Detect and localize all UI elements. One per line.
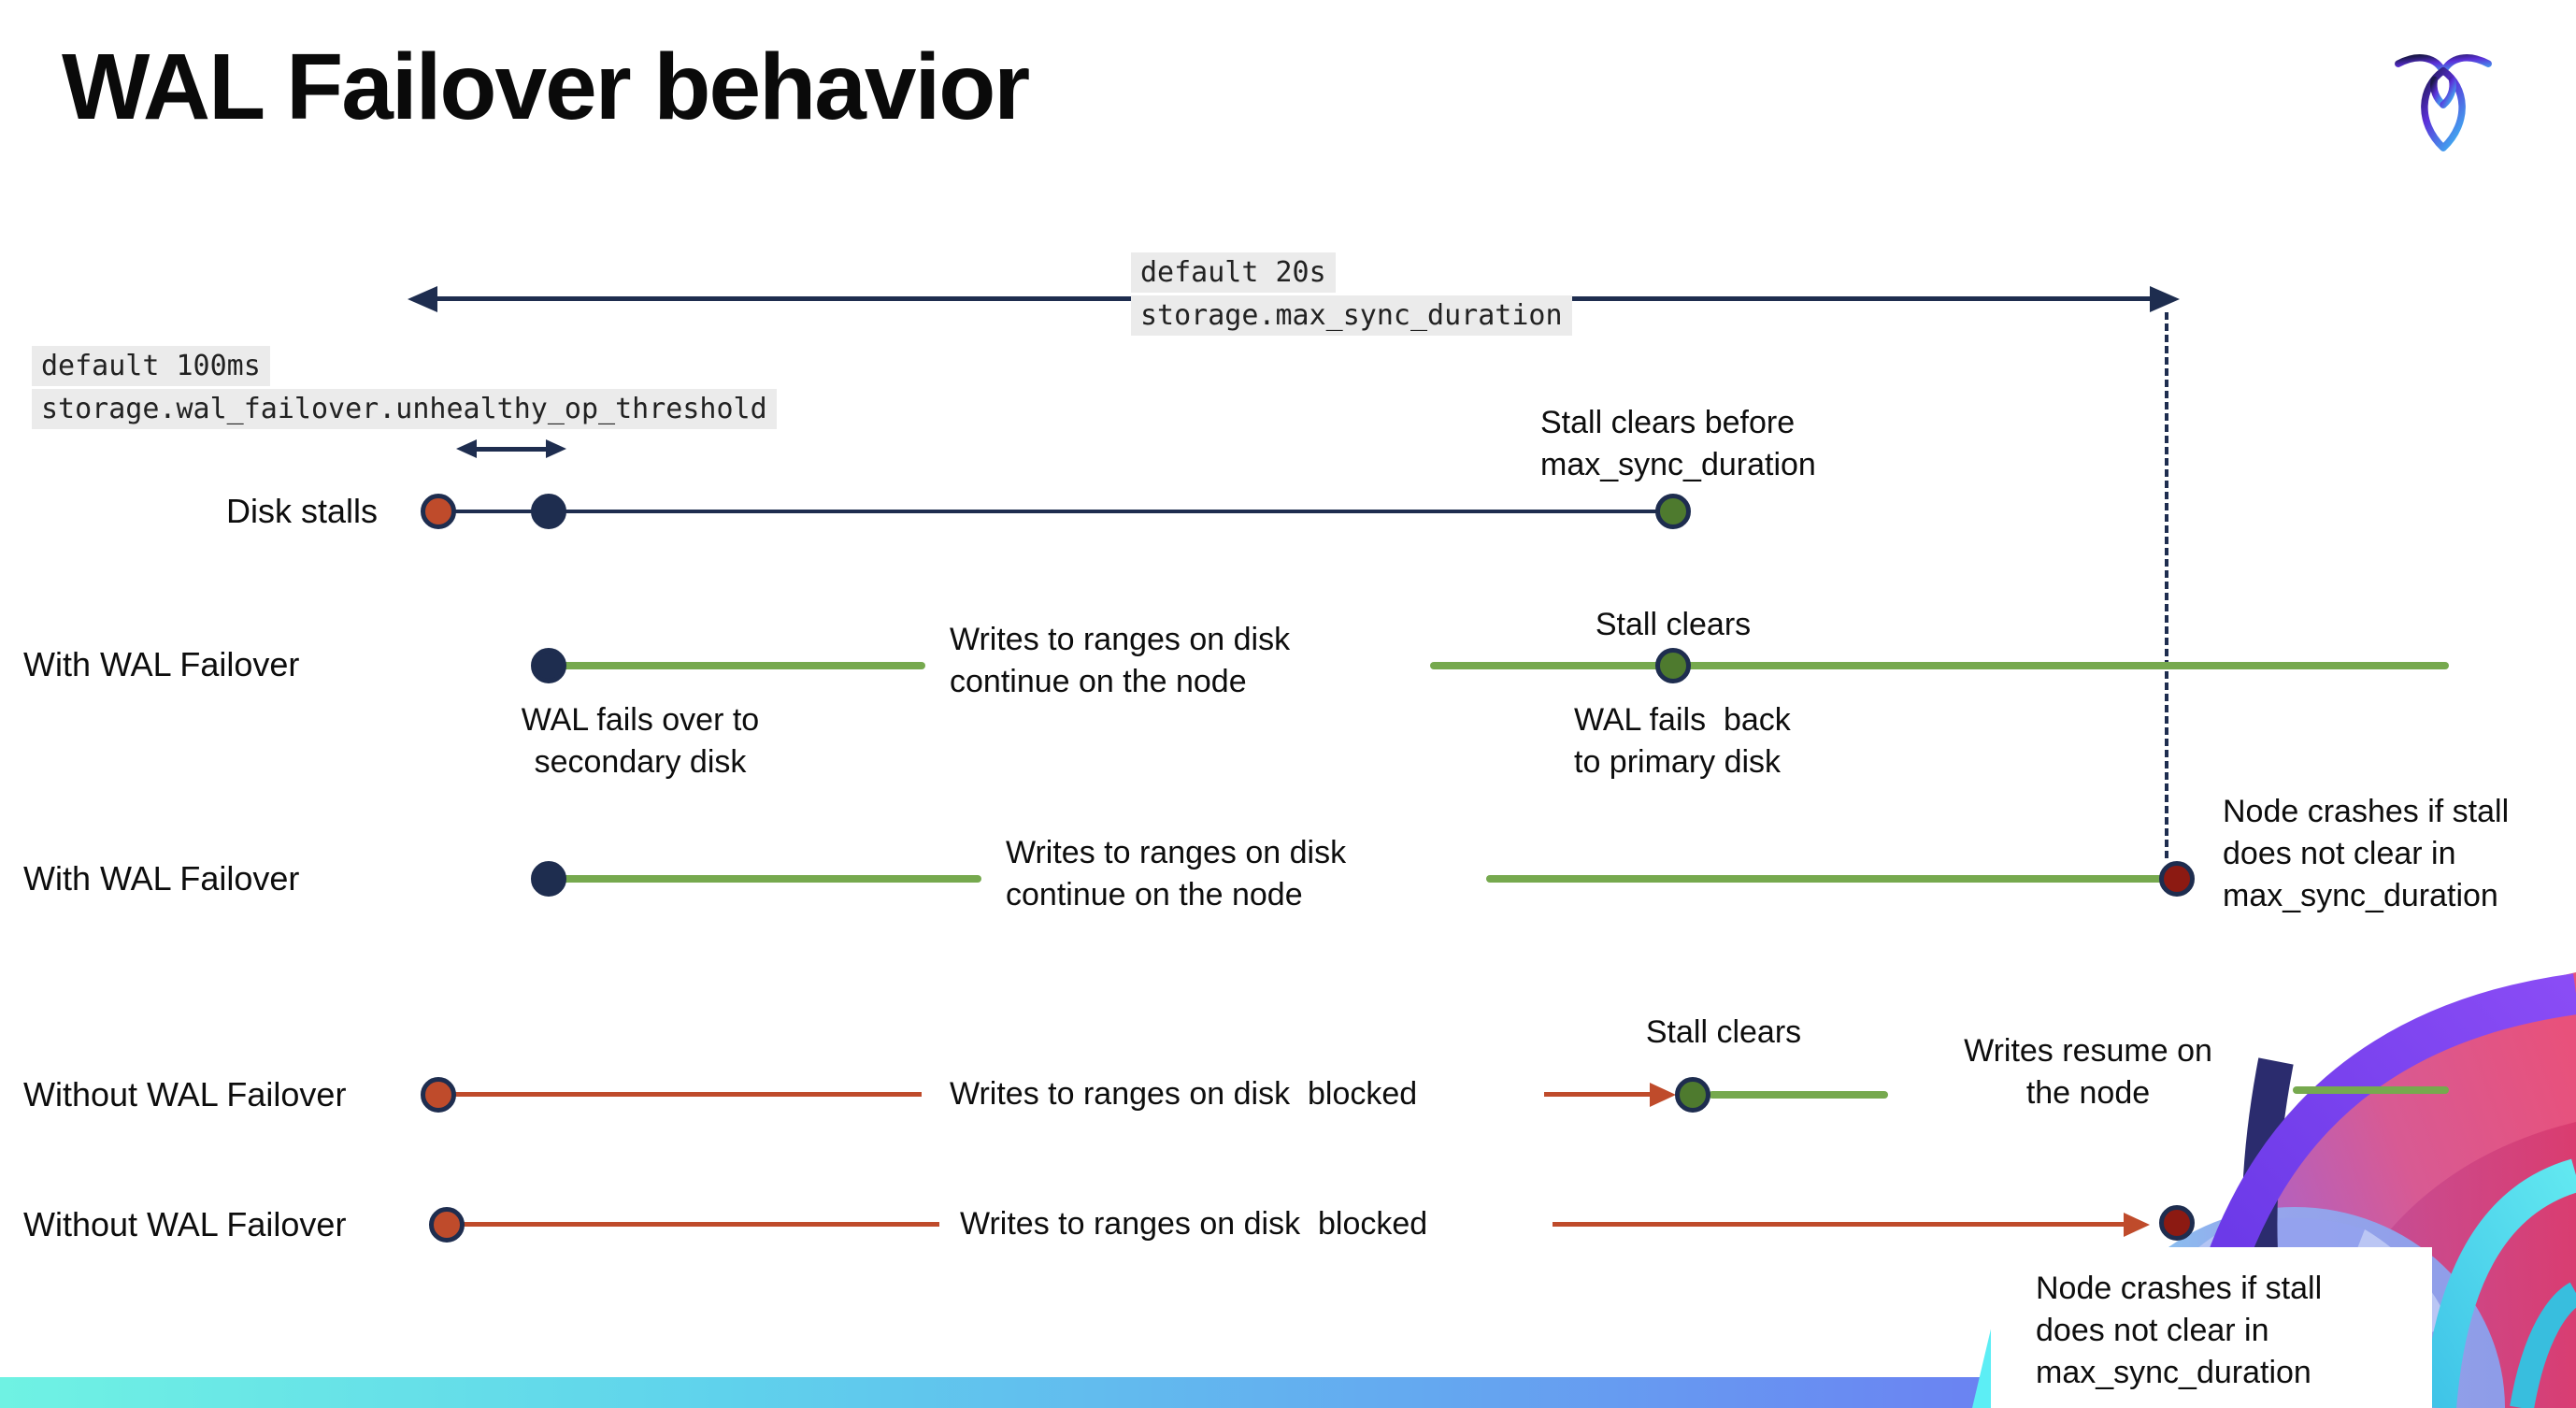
row-label-without-wal-failover-1: Without WAL Failover — [23, 1075, 347, 1113]
writes-continue-line-b — [1430, 662, 2449, 669]
wal-failover-dot-1 — [531, 648, 566, 683]
stall-clears-dot-2 — [1655, 648, 1691, 683]
writes-blocked-note-1: Writes to ranges on disk blocked — [950, 1076, 1418, 1112]
stall-clears-dot-3 — [1675, 1077, 1710, 1113]
dashed-timeout-connector — [2165, 312, 2168, 858]
writes-continue-line-d — [1486, 875, 2166, 883]
stall-start-dot — [421, 494, 456, 529]
disk-stall-timeline — [438, 510, 1673, 513]
blocked-arrowhead-2 — [2124, 1213, 2150, 1237]
wal-fails-back-note: WAL fails back to primary disk — [1574, 702, 1791, 780]
writes-resume-line-a — [1709, 1091, 1888, 1099]
span-arrowhead-right — [2150, 286, 2180, 312]
wal-fails-over-note: WAL fails over to secondary disk — [521, 702, 760, 780]
writes-continue-note-2: Writes to ranges on disk continue on the… — [1006, 835, 1347, 912]
max-sync-default-label: default 20s — [1131, 252, 1336, 293]
node-crashes-note-1: Node crashes if stall does not clear in … — [2223, 794, 2510, 913]
node-crashes-note-2: Node crashes if stall does not clear in … — [2036, 1271, 2323, 1390]
writes-resume-line-b — [2293, 1086, 2449, 1094]
page-title: WAL Failover behavior — [62, 35, 1030, 139]
writes-blocked-line-a — [454, 1092, 922, 1097]
writes-continue-note-1: Writes to ranges on disk continue on the… — [950, 622, 1291, 699]
wal-failover-dot-2 — [531, 861, 566, 897]
unhealthy-threshold-default-label: default 100ms — [32, 346, 270, 386]
span-arrowhead-left — [408, 286, 437, 312]
stall-clears-dot — [1655, 494, 1691, 529]
writes-blocked-line-b — [1544, 1092, 1654, 1097]
node-crash-dot-1 — [2159, 861, 2195, 897]
failover-threshold-dot — [531, 494, 566, 529]
writes-continue-line-c — [561, 875, 981, 883]
row-label-with-wal-failover-1: With WAL Failover — [23, 645, 300, 683]
threshold-arrowhead-right — [546, 439, 566, 458]
row-label-without-wal-failover-2: Without WAL Failover — [23, 1205, 347, 1243]
writes-continue-line-a — [561, 662, 925, 669]
writes-blocked-note-2: Writes to ranges on disk blocked — [960, 1206, 1428, 1242]
cockroachdb-logo-icon — [2395, 54, 2492, 151]
row-label-disk-stalls: Disk stalls — [226, 492, 379, 530]
node-crash-dot-2 — [2159, 1205, 2195, 1241]
stall-clears-before-note: Stall clears before max_sync_duration — [1540, 405, 1816, 482]
writes-blocked-line-d — [1553, 1222, 2126, 1227]
stall-start-dot-2 — [421, 1077, 456, 1113]
stall-start-dot-3 — [429, 1207, 465, 1243]
threshold-span-line — [475, 447, 546, 452]
stall-clears-note-2: Stall clears — [1645, 1014, 1802, 1050]
writes-blocked-line-c — [463, 1222, 939, 1227]
writes-resume-note: Writes resume on the node — [1964, 1033, 2212, 1111]
blocked-arrowhead-1 — [1650, 1083, 1676, 1107]
max-sync-setting-name: storage.max_sync_duration — [1131, 295, 1572, 336]
threshold-arrowhead-left — [456, 439, 477, 458]
stall-clears-note-1: Stall clears — [1595, 607, 1752, 642]
row-label-with-wal-failover-2: With WAL Failover — [23, 859, 300, 898]
node-crashes-card: Node crashes if stall does not clear in … — [1991, 1247, 2432, 1408]
unhealthy-threshold-setting-name: storage.wal_failover.unhealthy_op_thresh… — [32, 389, 777, 429]
